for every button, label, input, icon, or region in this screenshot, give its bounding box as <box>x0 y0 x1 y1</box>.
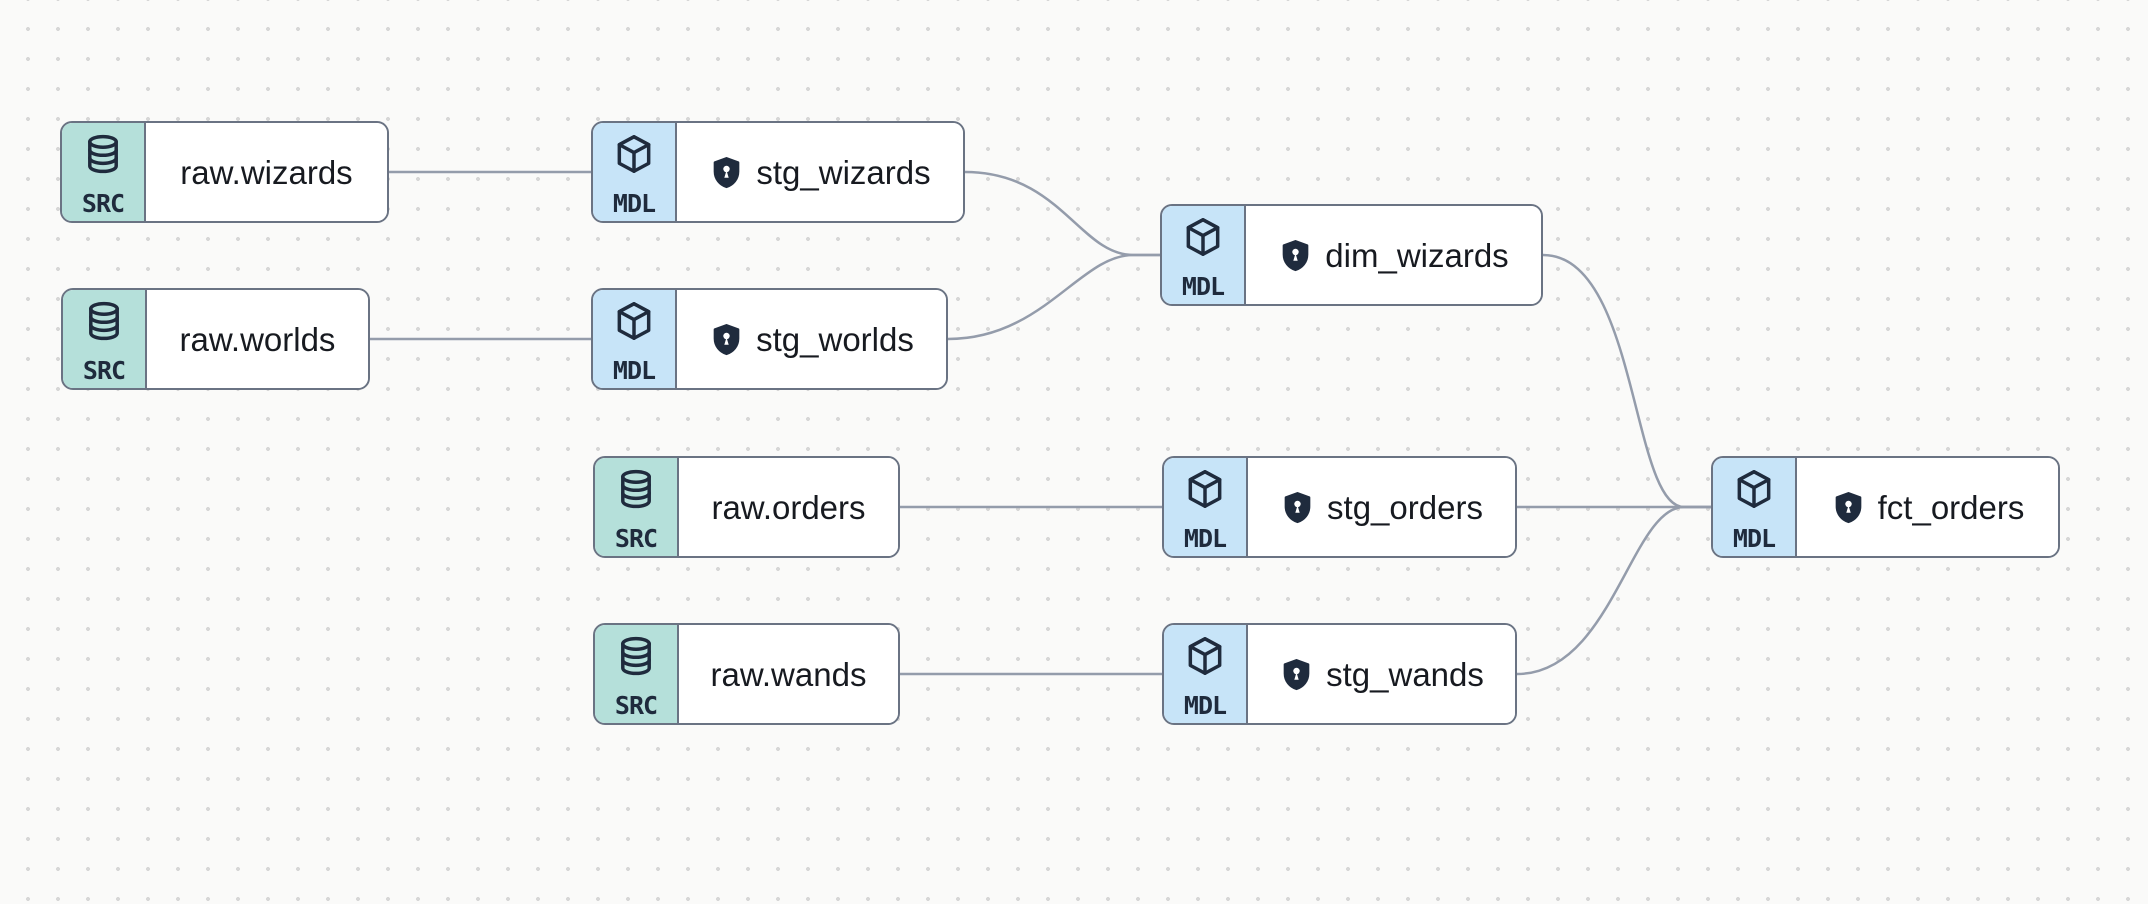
source-badge-section: SRC <box>62 123 146 221</box>
source-badge-section: SRC <box>63 290 147 388</box>
edge-stg_wands-to-fct_orders <box>1515 505 1713 676</box>
node-label: raw.worlds <box>179 320 336 358</box>
source-badge-section: SRC <box>595 458 679 556</box>
node-label: dim_wizards <box>1325 236 1509 274</box>
cube-icon <box>1183 634 1227 678</box>
node-body: raw.orders <box>679 458 898 556</box>
resource-type-badge: MDL <box>612 189 656 218</box>
lineage-node-dim_wizards[interactable]: MDL dim_wizards <box>1160 204 1543 306</box>
model-badge-section: MDL <box>1713 458 1797 556</box>
model-badge-section: MDL <box>1164 458 1248 556</box>
lineage-node-stg_orders[interactable]: MDL stg_orders <box>1162 456 1517 558</box>
resource-type-badge: MDL <box>612 356 656 385</box>
resource-type-badge: SRC <box>614 691 658 720</box>
model-badge-section: MDL <box>593 123 677 221</box>
model-badge-section: MDL <box>1162 206 1246 304</box>
shield-icon <box>709 322 744 357</box>
edge-stg_worlds-to-dim_wizards <box>946 253 1162 341</box>
database-icon <box>81 132 125 176</box>
cube-icon <box>1183 467 1227 511</box>
resource-type-badge: SRC <box>614 524 658 553</box>
node-body: dim_wizards <box>1246 206 1541 304</box>
resource-type-badge: MDL <box>1181 272 1225 301</box>
shield-icon <box>1279 657 1314 692</box>
node-label: raw.wizards <box>180 153 353 191</box>
lineage-node-raw_orders[interactable]: SRC raw.orders <box>593 456 900 558</box>
resource-type-badge: MDL <box>1183 691 1227 720</box>
cube-icon <box>1732 467 1776 511</box>
node-body: stg_wands <box>1248 625 1515 723</box>
resource-type-badge: MDL <box>1183 524 1227 553</box>
cube-icon <box>612 299 656 343</box>
cube-icon <box>612 132 656 176</box>
resource-type-badge: MDL <box>1732 524 1776 553</box>
shield-icon <box>709 155 744 190</box>
node-body: raw.wands <box>679 625 898 723</box>
resource-type-badge: SRC <box>82 356 126 385</box>
shield-icon <box>1280 490 1315 525</box>
lineage-node-raw_wands[interactable]: SRC raw.wands <box>593 623 900 725</box>
model-badge-section: MDL <box>1164 625 1248 723</box>
node-label: stg_wands <box>1326 655 1484 693</box>
lineage-node-raw_worlds[interactable]: SRC raw.worlds <box>61 288 370 390</box>
node-label: raw.orders <box>711 488 866 526</box>
node-label: raw.wands <box>710 655 867 693</box>
node-label: stg_wizards <box>756 153 931 191</box>
lineage-node-stg_wizards[interactable]: MDL stg_wizards <box>591 121 965 223</box>
cube-icon <box>1181 215 1225 259</box>
node-body: fct_orders <box>1797 458 2058 556</box>
lineage-node-raw_wizards[interactable]: SRC raw.wizards <box>60 121 389 223</box>
shield-icon <box>1831 490 1866 525</box>
node-body: raw.worlds <box>147 290 368 388</box>
database-icon <box>614 634 658 678</box>
node-body: stg_orders <box>1248 458 1515 556</box>
resource-type-badge: SRC <box>81 189 125 218</box>
database-icon <box>82 299 126 343</box>
node-label: stg_orders <box>1327 488 1483 526</box>
node-label: stg_worlds <box>756 320 914 358</box>
lineage-node-stg_worlds[interactable]: MDL stg_worlds <box>591 288 948 390</box>
lineage-node-fct_orders[interactable]: MDL fct_orders <box>1711 456 2060 558</box>
node-body: raw.wizards <box>146 123 387 221</box>
model-badge-section: MDL <box>593 290 677 388</box>
source-badge-section: SRC <box>595 625 679 723</box>
node-label: fct_orders <box>1877 488 2025 526</box>
edge-dim_wizards-to-fct_orders <box>1541 253 1713 509</box>
node-body: stg_wizards <box>677 123 963 221</box>
lineage-node-stg_wands[interactable]: MDL stg_wands <box>1162 623 1517 725</box>
shield-icon <box>1278 238 1313 273</box>
edge-stg_wizards-to-dim_wizards <box>963 170 1162 257</box>
database-icon <box>614 467 658 511</box>
node-body: stg_worlds <box>677 290 946 388</box>
